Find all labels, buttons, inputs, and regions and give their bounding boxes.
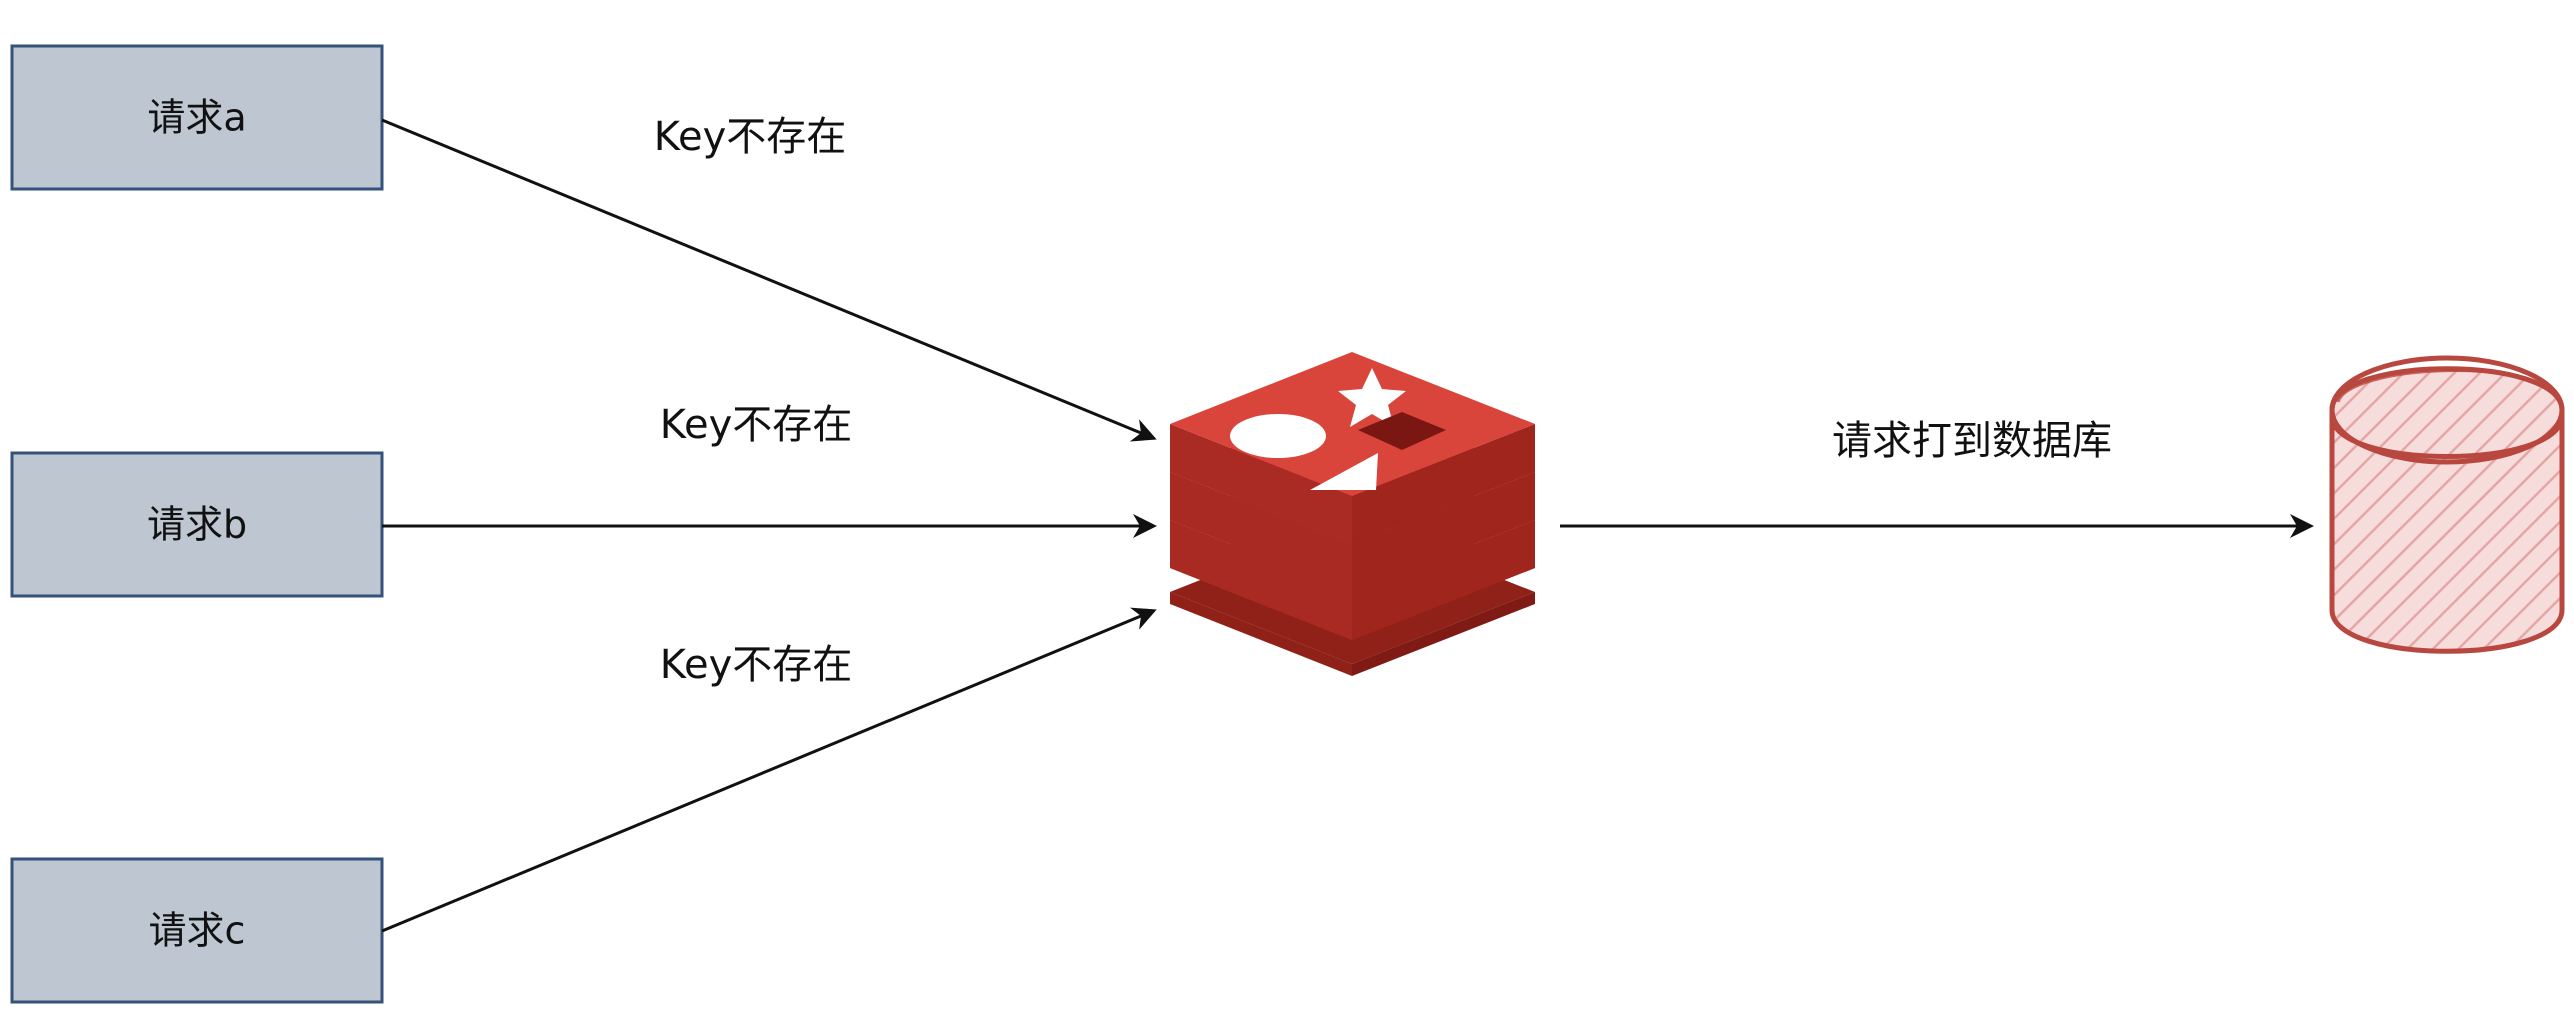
- edge-label-database: 请求打到数据库: [1832, 418, 2112, 464]
- request-a-label: 请求a: [147, 96, 246, 140]
- redis-logo-circle: [1230, 414, 1326, 458]
- redis-logo-diamond: [1358, 412, 1446, 450]
- edge-label-request-b: Key不存在: [660, 402, 853, 448]
- redis-logo-star: [1338, 368, 1406, 427]
- database-cylinder-icon: [2329, 355, 2565, 654]
- edge-request-a-to-cache: [381, 118, 1157, 442]
- edge-label-request-a: Key不存在: [654, 114, 847, 160]
- request-a-box: 请求a: [10, 44, 384, 191]
- request-c-label: 请求c: [149, 909, 246, 953]
- request-b-box: 请求b: [10, 451, 384, 598]
- edge-label-request-c: Key不存在: [660, 642, 853, 688]
- request-c-box: 请求c: [10, 857, 384, 1004]
- request-b-label: 请求b: [147, 503, 247, 547]
- redis-logo-triangle: [1310, 453, 1378, 490]
- edge-request-c-to-cache: [381, 607, 1157, 933]
- redis-logo-icon: [1170, 352, 1535, 676]
